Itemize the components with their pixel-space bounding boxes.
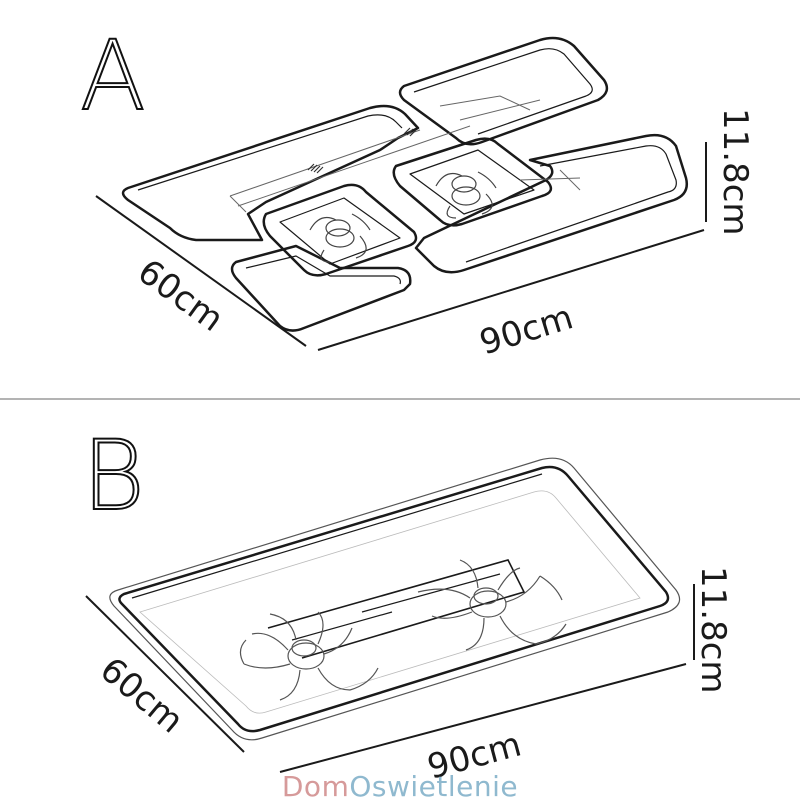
brand-part-1: Dom xyxy=(281,770,350,803)
fan-hub-icon xyxy=(309,171,497,263)
frame-top-right xyxy=(398,36,609,146)
variant-b-drawing xyxy=(109,457,681,741)
fan-frame-2 xyxy=(392,137,553,227)
fan-frame-1 xyxy=(262,183,418,277)
frame-right xyxy=(414,133,688,274)
frame-bottom-left xyxy=(230,244,412,332)
variant-b-height-label: 11.8cm xyxy=(693,566,733,694)
variant-a-label: A xyxy=(79,20,147,132)
variant-b-label: B xyxy=(81,420,146,532)
brand-part-2: Oswietlenie xyxy=(349,770,519,803)
frame-large-left xyxy=(121,104,420,242)
variant-a-height-label: 11.8cm xyxy=(715,108,755,236)
fan-blades-icon xyxy=(239,559,567,701)
brand-watermark: DomOswietlenie xyxy=(0,770,800,803)
